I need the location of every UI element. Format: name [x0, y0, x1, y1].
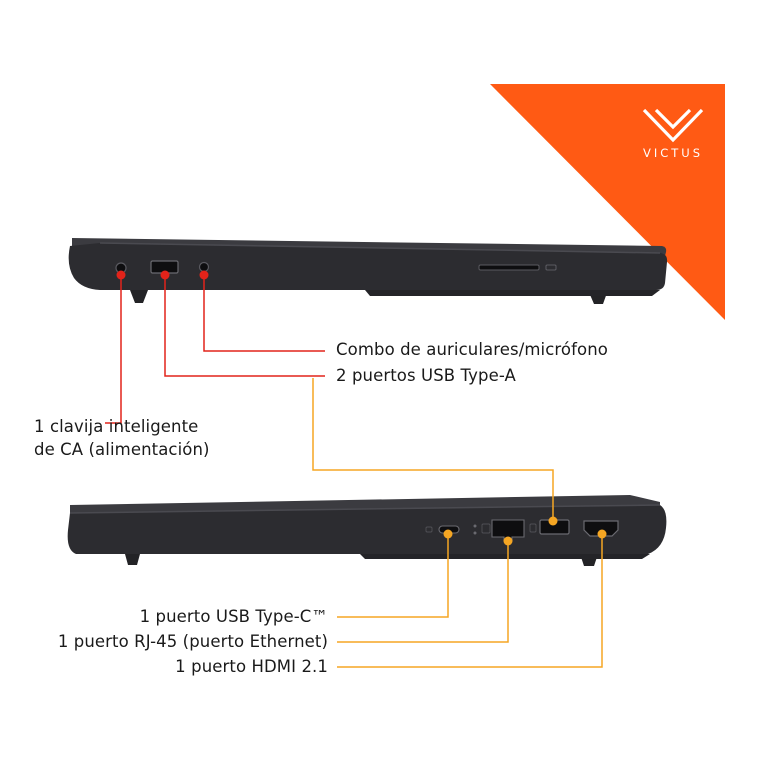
usb-a-leader-right	[312, 378, 554, 520]
laptop-left-side	[68, 238, 668, 304]
usb-c-label: 1 puerto USB Type-C™	[139, 607, 328, 626]
red-leader-lines	[105, 276, 325, 424]
usb-a-leader-left	[164, 277, 325, 377]
hdmi-label: 1 puerto HDMI 2.1	[175, 657, 328, 676]
audio-jack-port	[198, 261, 210, 273]
rj45-leader	[337, 542, 509, 643]
usb-c-leader	[337, 534, 449, 618]
brand-name: VICTUS	[642, 146, 704, 160]
victus-chevron-logo-icon	[642, 108, 704, 143]
hdmi-port	[583, 520, 619, 537]
sd-card-slot	[478, 264, 540, 271]
orange-leader-lines	[312, 378, 603, 668]
rj45-label: 1 puerto RJ-45 (puerto Ethernet)	[57, 632, 328, 651]
power-label-line2: de CA (alimentación)	[34, 440, 210, 459]
audio-leader	[203, 276, 325, 352]
headphone-mic-label: Combo de auriculares/micrófono	[336, 340, 608, 359]
laptop-right-side	[67, 495, 667, 566]
power-label-line1: 1 clavija inteligente	[34, 417, 199, 436]
usb-a-label: 2 puertos USB Type-A	[336, 366, 516, 385]
power-leader	[105, 277, 122, 424]
hdmi-leader	[337, 534, 603, 668]
